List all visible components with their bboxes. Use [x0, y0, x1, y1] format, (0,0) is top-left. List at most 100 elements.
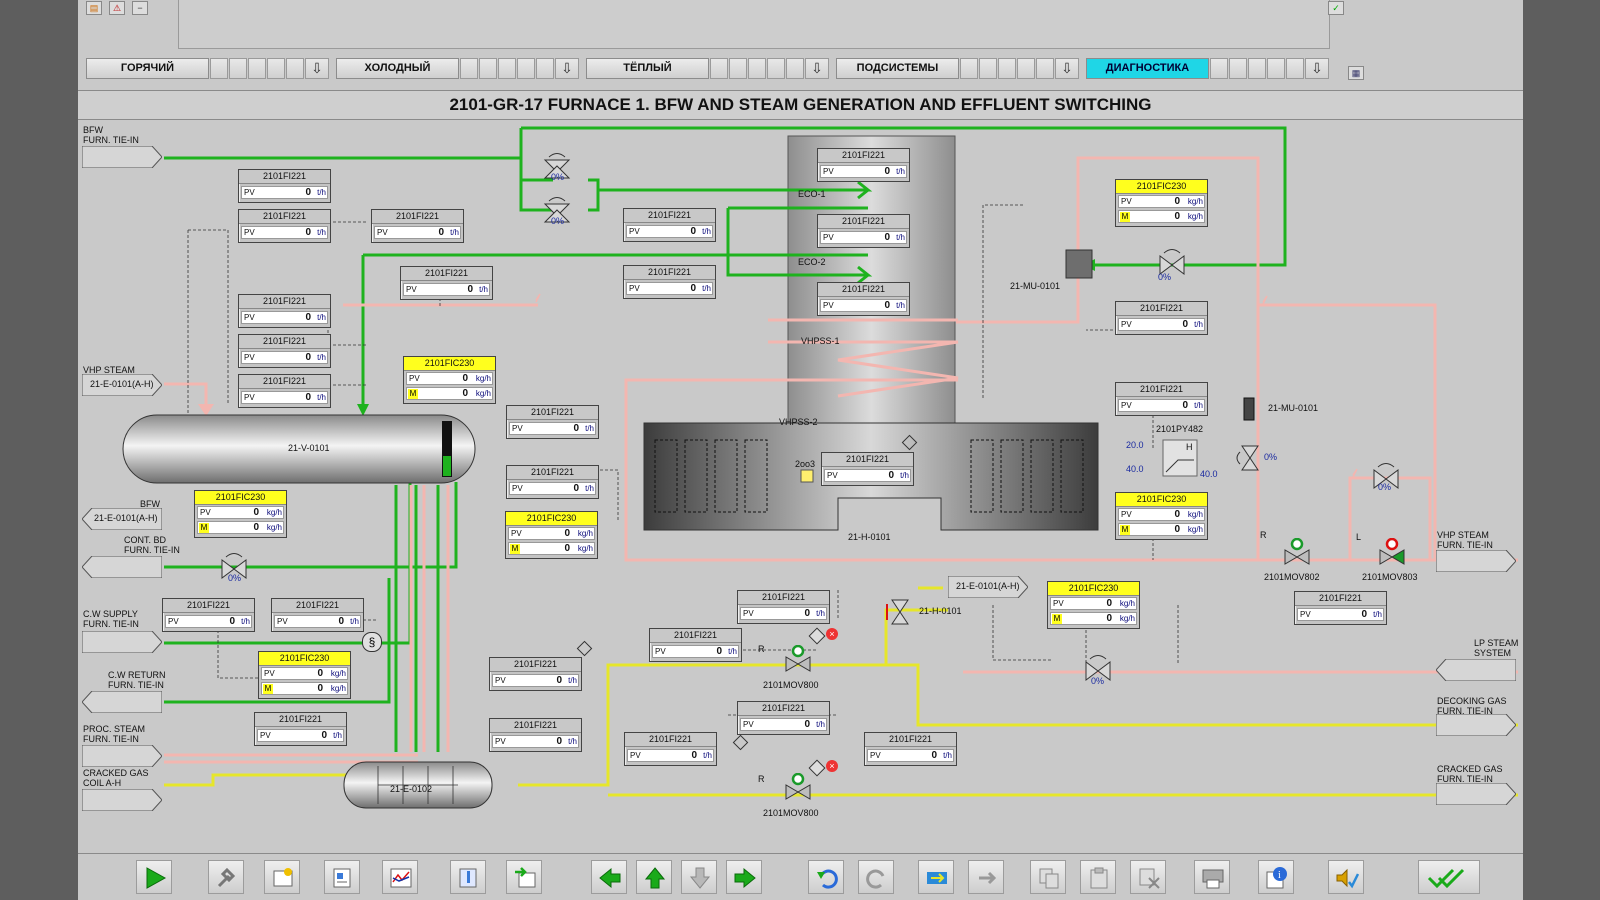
tab-slot[interactable] [229, 58, 247, 79]
display-icon[interactable]: ▤ [86, 1, 102, 15]
mov800-valve-b[interactable] [784, 773, 812, 801]
cracked-gas-coil-terminal[interactable] [82, 789, 162, 811]
report-icon[interactable] [324, 860, 360, 894]
tab-slot[interactable] [1267, 58, 1285, 79]
bfw-terminal[interactable] [82, 146, 162, 168]
tab-slot[interactable] [286, 58, 304, 79]
arrow-up-icon[interactable] [636, 860, 672, 894]
tab-slot[interactable] [998, 58, 1016, 79]
tab-diagnostics[interactable]: ДИАГНОСТИКА [1086, 58, 1209, 79]
tab-slot[interactable] [1248, 58, 1266, 79]
tab-slot[interactable] [1210, 58, 1228, 79]
export-icon[interactable] [506, 860, 542, 894]
tab-slot[interactable] [786, 58, 804, 79]
tab-warm[interactable]: ТЁПЛЫЙ [586, 58, 709, 79]
mu-control-valve[interactable] [1158, 248, 1186, 276]
bfw-control-valve-top[interactable] [543, 152, 571, 180]
arrow-right-icon[interactable] [726, 860, 762, 894]
tab-slot[interactable] [267, 58, 285, 79]
alarm-icon[interactable]: ⚠ [109, 1, 125, 15]
tab-slot[interactable] [1017, 58, 1035, 79]
acknowledge-icon[interactable] [1418, 860, 1480, 894]
tab-slot[interactable] [248, 58, 266, 79]
bfw-exchanger-terminal[interactable]: 21-E-0101(A-H) [82, 508, 162, 530]
tab-hot[interactable]: ГОРЯЧИЙ [86, 58, 209, 79]
vhp-right-valve[interactable] [1372, 462, 1400, 490]
cw-return-terminal[interactable] [82, 691, 162, 713]
tab-cold[interactable]: ХОЛОДНЫЙ [336, 58, 459, 79]
tools-icon[interactable] [208, 860, 244, 894]
mov802-valve[interactable] [1283, 538, 1311, 566]
cut-icon[interactable] [1130, 860, 1166, 894]
forward-icon[interactable] [918, 860, 954, 894]
tab-slot[interactable] [710, 58, 728, 79]
lp-steam-terminal[interactable] [1436, 659, 1516, 681]
cracked-gas-out-terminal[interactable] [1436, 783, 1516, 805]
py482-valve[interactable] [1236, 444, 1264, 472]
undo-icon[interactable] [808, 860, 844, 894]
copy-icon[interactable] [1030, 860, 1066, 894]
new-display-icon[interactable] [264, 860, 300, 894]
info-icon[interactable]: i [1258, 860, 1294, 894]
dropdown-arrow-icon[interactable]: ⇩ [555, 58, 579, 79]
sound-icon[interactable] [1328, 860, 1364, 894]
tab-subsystems[interactable]: ПОДСИСТЕМЫ [836, 58, 959, 79]
tab-slot[interactable] [748, 58, 766, 79]
proc-steam-terminal[interactable] [82, 745, 162, 767]
tab-slot[interactable] [729, 58, 747, 79]
redo-icon[interactable] [858, 860, 894, 894]
tab-slot[interactable] [1036, 58, 1054, 79]
tab-slot[interactable] [1229, 58, 1247, 79]
tab-slot[interactable] [536, 58, 554, 79]
checklist-icon[interactable]: ✓ [1328, 1, 1344, 15]
dropdown-arrow-icon[interactable]: ⇩ [1055, 58, 1079, 79]
tab-slot[interactable] [979, 58, 997, 79]
furnace-isolation-valve[interactable] [886, 598, 914, 626]
tab-slot[interactable] [960, 58, 978, 79]
play-icon[interactable] [136, 860, 172, 894]
mov800-valve-a[interactable] [784, 645, 812, 673]
cont-bd-terminal[interactable] [82, 556, 162, 578]
dropdown-arrow-icon[interactable]: ⇩ [305, 58, 329, 79]
tab-slot[interactable] [767, 58, 785, 79]
tab-slot[interactable] [498, 58, 516, 79]
mov803-valve[interactable] [1378, 538, 1406, 566]
fault-x-icon[interactable]: × [826, 628, 838, 640]
tab-slot[interactable] [460, 58, 478, 79]
decoking-gas-terminal[interactable] [1436, 714, 1516, 736]
arrow-down-icon[interactable] [681, 860, 717, 894]
thermometer-icon[interactable] [450, 860, 486, 894]
cw-supply-terminal[interactable] [82, 631, 162, 653]
layout-icon[interactable]: ▦ [1348, 66, 1364, 80]
dropdown-arrow-icon[interactable]: ⇩ [1305, 58, 1329, 79]
